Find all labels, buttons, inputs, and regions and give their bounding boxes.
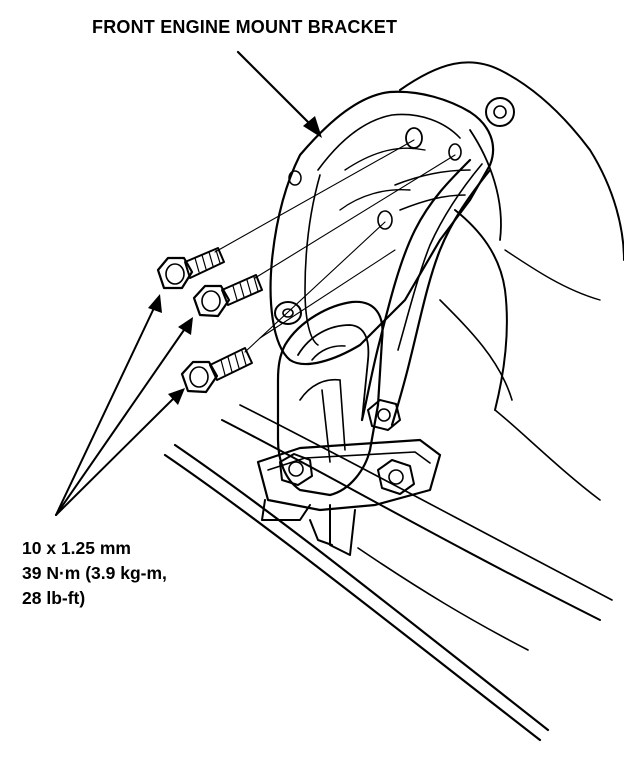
- engine-block: [399, 61, 624, 501]
- mount-nut-arm: [367, 399, 401, 431]
- front-engine-mount-bracket: [269, 90, 495, 365]
- engine-mount: [256, 300, 442, 556]
- spec-line-torque-metric: 39 N·m (3.9 kg-m,: [22, 563, 167, 583]
- fastener-spec: 10 x 1.25 mm 39 N·m (3.9 kg-m, 28 lb-ft): [22, 536, 167, 611]
- bolt-3: [180, 347, 253, 394]
- spec-leader-arrows: [55, 294, 193, 516]
- spec-line-size: 10 x 1.25 mm: [22, 538, 131, 558]
- bolt-1: [156, 247, 225, 290]
- title-leader-arrow: [236, 50, 322, 138]
- washer: [274, 301, 302, 325]
- bolt-2: [192, 274, 263, 318]
- mount-nut-left: [279, 453, 313, 486]
- mount-arm: [360, 158, 492, 427]
- bracket-callout-label: FRONT ENGINE MOUNT BRACKET: [92, 17, 398, 37]
- frame-rail: [163, 404, 613, 742]
- mount-nut-right: [377, 459, 415, 495]
- alignment-lines: [214, 139, 456, 353]
- spec-line-torque-imperial: 28 lb-ft): [22, 588, 86, 608]
